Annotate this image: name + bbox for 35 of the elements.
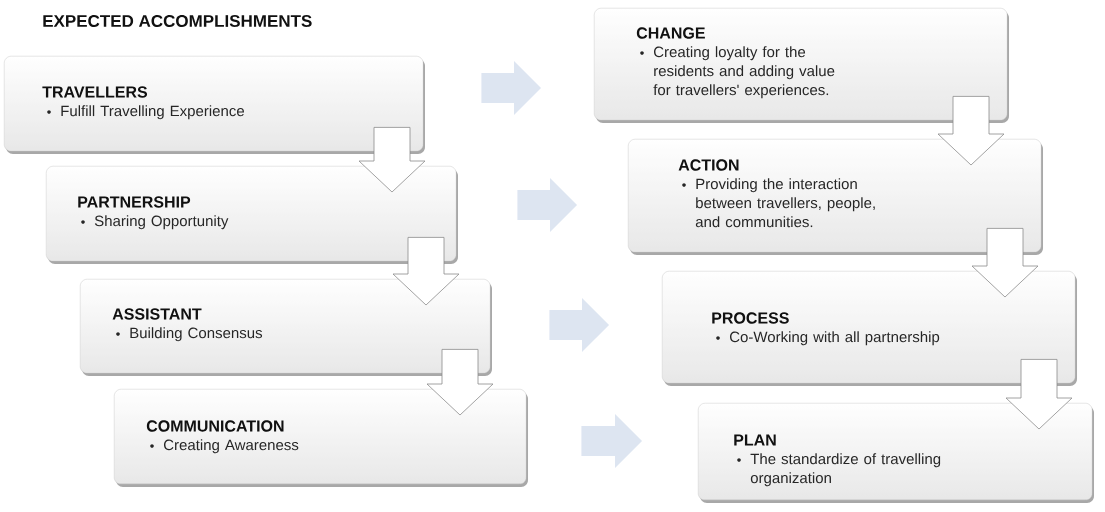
block-arrow: [1005, 359, 1073, 430]
bullet-item: The standardize of travelling organization: [737, 453, 941, 487]
step-box: [662, 271, 1077, 386]
step-box: [46, 166, 458, 264]
block-arrow: [392, 237, 460, 306]
block-arrow: [426, 349, 494, 416]
step-box: [80, 279, 492, 376]
box-heading: TRAVELLERS: [42, 86, 148, 98]
box-heading: PARTNERSHIP: [78, 196, 191, 208]
bullet-item: Building Consensus: [116, 327, 263, 342]
step-box: [698, 403, 1094, 503]
heading: EXPECTED ACCOMPLISHMENTS: [43, 15, 312, 28]
block-arrow: [937, 96, 1005, 166]
box-heading: CHANGE: [636, 27, 705, 39]
step-box: [4, 56, 425, 154]
box-heading: COMMUNICATION: [146, 420, 284, 432]
box-heading: PLAN: [734, 434, 776, 446]
step-box: [628, 139, 1043, 255]
bullet-item: Creating loyalty for the residents and adding value for travellers' experiences.: [640, 46, 835, 99]
block-arrow: [481, 61, 541, 115]
step-box: [594, 8, 1009, 123]
box-heading: ACTION: [678, 159, 739, 171]
bullet-item: Providing the interaction between travellers, people, and communities.: [682, 178, 875, 228]
block-arrow: [971, 228, 1039, 298]
block-arrow: [581, 414, 642, 468]
bullet-item: Co-Working with all partnership: [716, 331, 940, 346]
bullet-item: Sharing Opportunity: [81, 215, 229, 230]
block-arrow: [517, 178, 577, 232]
block-arrow: [358, 127, 426, 193]
box-heading: PROCESS: [712, 312, 789, 324]
step-box: [114, 389, 528, 487]
block-arrow: [549, 298, 609, 352]
box-heading: ASSISTANT: [112, 308, 202, 320]
bullet-item: Fulfill Travelling Experience: [47, 105, 244, 120]
bullet-item: Creating Awareness: [150, 439, 299, 454]
